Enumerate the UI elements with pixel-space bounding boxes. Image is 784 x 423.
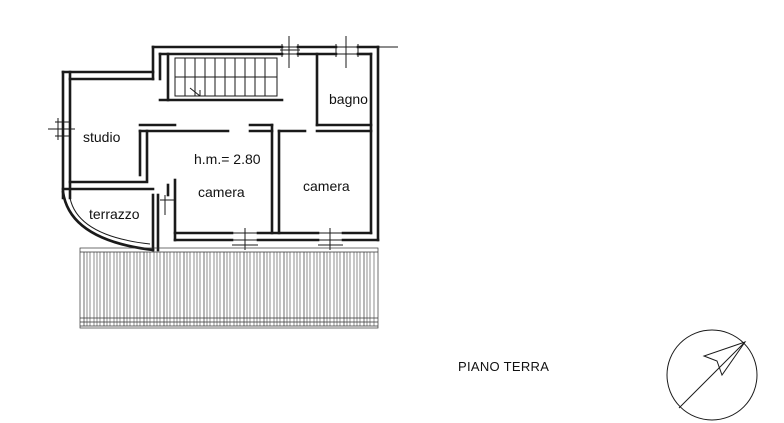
north-arrow-icon [666, 329, 758, 421]
ceiling-height-label: h.m.= 2.80 [194, 151, 261, 167]
window-icon [48, 36, 362, 250]
floor-title: PIANO TERRA [458, 359, 549, 374]
room-label-camera-left: camera [198, 184, 245, 200]
room-label-studio: studio [83, 129, 121, 145]
staircase-icon [174, 57, 278, 97]
terrazzo-curve [61, 190, 155, 252]
room-label-terrazzo: terrazzo [89, 206, 140, 222]
room-label-bagno: bagno [329, 91, 368, 107]
garden-hatch [79, 247, 379, 329]
room-label-camera-right: camera [303, 178, 350, 194]
interior-walls [61, 52, 373, 252]
